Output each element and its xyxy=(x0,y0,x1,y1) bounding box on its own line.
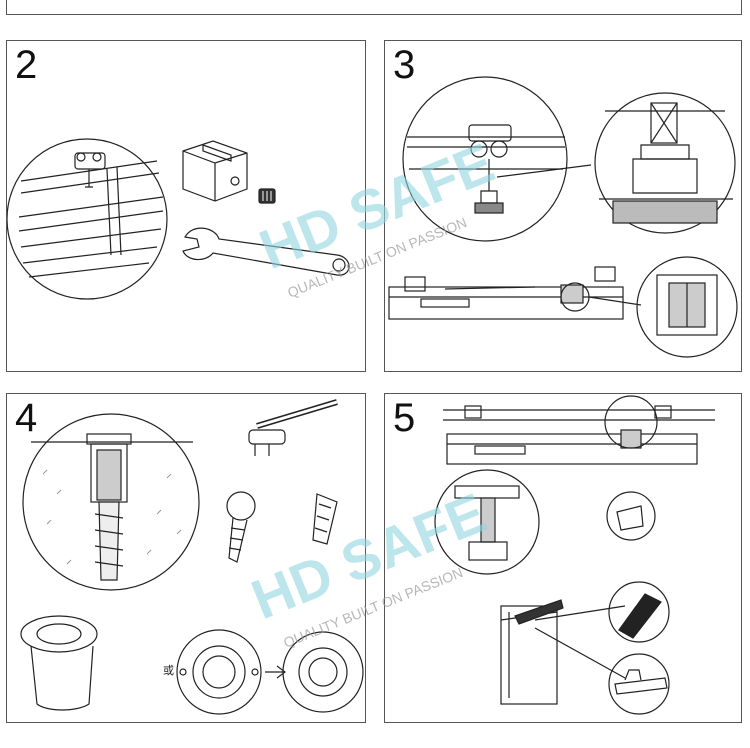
floor-plate-option-b xyxy=(282,631,364,713)
step-number: 5 xyxy=(393,396,416,440)
bolt-detail-magnifier xyxy=(594,92,736,234)
floor-plate-option-a xyxy=(176,629,262,715)
wrench xyxy=(182,227,350,276)
hanger-magnifier xyxy=(402,76,568,242)
floor-guide-cup xyxy=(20,615,98,711)
stopper-detail-magnifier xyxy=(434,469,540,575)
arrow-icon xyxy=(265,665,286,679)
clamp-detail-magnifier xyxy=(636,256,738,358)
rubber-seal-section xyxy=(500,599,626,705)
previous-step-strip xyxy=(6,0,742,15)
step-number: 2 xyxy=(15,43,38,87)
callout-circle xyxy=(604,395,658,449)
floor-pivot-bracket xyxy=(248,399,338,456)
wall-plug xyxy=(312,493,338,545)
step-5-panel: 5 xyxy=(384,393,742,723)
step-3-illustration xyxy=(388,76,738,358)
rail-assembly xyxy=(443,405,715,465)
step-5-illustration xyxy=(434,395,715,715)
callout-line xyxy=(588,296,642,306)
step-number: 3 xyxy=(393,43,416,87)
step-4-illustration: 或 xyxy=(20,399,364,715)
nut-block xyxy=(182,140,248,202)
step-4-panel: 4 xyxy=(6,393,366,723)
rail-detail-magnifier xyxy=(7,138,168,300)
or-label: 或 xyxy=(163,664,174,677)
floor-anchor-section-magnifier xyxy=(22,413,200,591)
step-number: 4 xyxy=(15,396,38,440)
seal-detail-magnifier-bottom xyxy=(608,653,670,715)
stopper-part xyxy=(606,491,656,541)
rail-assembly xyxy=(388,266,624,320)
step-2-illustration xyxy=(7,138,350,300)
grub-screw xyxy=(258,188,276,204)
callout-line xyxy=(496,164,592,178)
step-3-panel: 3 xyxy=(384,40,742,372)
screw xyxy=(226,491,256,563)
step-2-panel: 2 xyxy=(6,40,366,372)
seal-detail-magnifier-top xyxy=(608,581,670,643)
